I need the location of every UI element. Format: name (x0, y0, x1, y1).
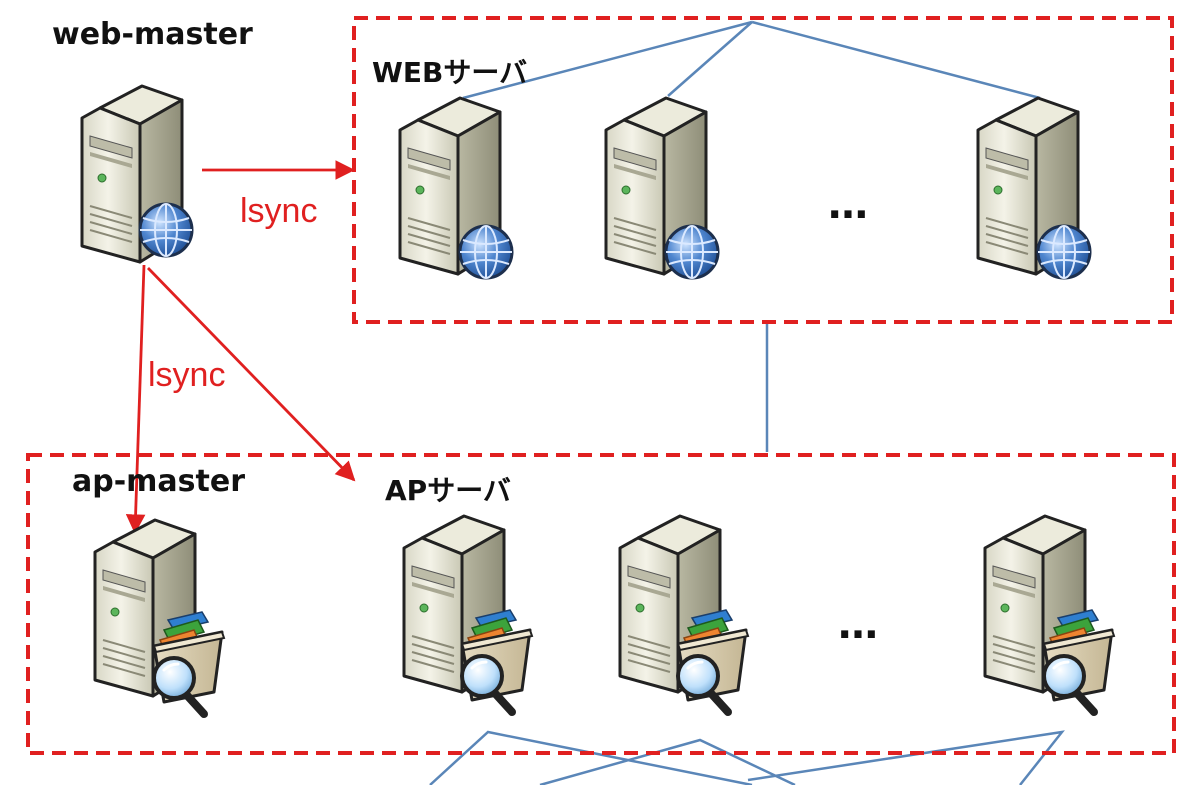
lsync-label-left: lsync (148, 356, 225, 394)
network-line-hub-web3 (751, 20, 1041, 100)
web-master-node (80, 84, 194, 264)
web-master-globe-icon (138, 202, 194, 258)
network-line-hub-web1 (462, 20, 753, 100)
lsync-arrow-to-ap-group (146, 267, 356, 482)
network-lines (429, 20, 1065, 785)
ap-server-group-box (26, 453, 1176, 755)
ap-group-title: APサーバ (385, 474, 511, 507)
web-server-1-globe-icon (458, 224, 514, 280)
network-line-hub-web2 (667, 21, 753, 97)
web-group-title: WEBサーバ (372, 56, 527, 89)
ap-master-label: ap-master (72, 464, 245, 499)
web-server-1 (398, 96, 514, 280)
ap-master-node (93, 518, 224, 714)
web-master-label: web-master (52, 17, 253, 52)
network-line-ap-bottom-1 (429, 730, 753, 785)
ap-server-2 (618, 514, 748, 712)
web-server-2-globe-icon (664, 224, 720, 280)
ap-server-1 (402, 514, 532, 712)
web-server-3-globe-icon (1036, 224, 1092, 280)
ap-server-3 (983, 514, 1114, 712)
web-server-3 (976, 96, 1092, 280)
sync-arrows (125, 160, 356, 534)
network-line-ap-bottom-3 (747, 730, 1065, 785)
network-line-ap-bottom-2 (539, 738, 796, 785)
lsync-arrow-to-ap-master (125, 264, 146, 534)
web-server-2 (604, 96, 720, 280)
web-ellipsis: … (828, 182, 868, 228)
ap-ellipsis: … (838, 602, 878, 648)
lsync-label-top: lsync (240, 192, 317, 230)
